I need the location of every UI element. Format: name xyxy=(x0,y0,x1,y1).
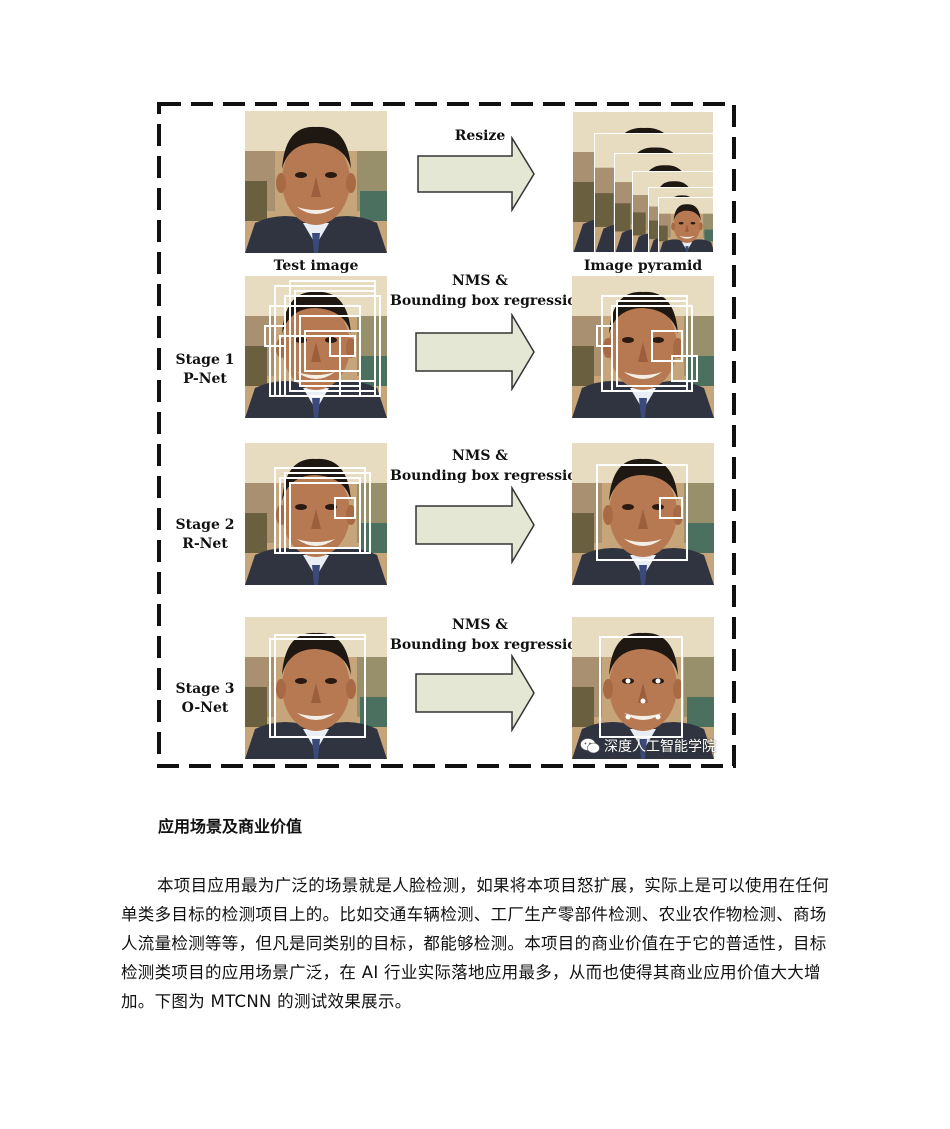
rnet-input xyxy=(245,443,387,585)
section-paragraph: 本项目应用最为广泛的场景就是人脸检测，如果将本项目怒扩展，实际上是可以使用在任何… xyxy=(121,876,829,1011)
resize-label: Resize xyxy=(454,128,506,144)
resize-arrow xyxy=(417,136,535,212)
rnet-output xyxy=(572,443,714,585)
test-image-label: Test image xyxy=(273,258,359,274)
watermark-text: 深度人工智能学院 xyxy=(604,739,716,755)
nms-label-1: NMS &Bounding box regression xyxy=(390,273,587,309)
watermark: 深度人工智能学院 xyxy=(580,736,716,756)
stage-1-arrow xyxy=(415,313,535,391)
image-pyramid-label: Image pyramid xyxy=(583,258,703,274)
image-pyramid xyxy=(572,111,714,253)
wechat-icon xyxy=(580,738,600,754)
section-heading: 应用场景及商业价值 xyxy=(158,817,303,836)
stage-3-arrow xyxy=(415,654,535,732)
onet-input xyxy=(245,617,387,759)
onet-output xyxy=(572,617,714,759)
test-image xyxy=(245,111,387,253)
pnet-input xyxy=(245,276,387,418)
nms-label-2: NMS &Bounding box regression xyxy=(390,448,587,484)
figure-frame xyxy=(157,102,736,768)
nms-label-3: NMS &Bounding box regression xyxy=(390,617,587,653)
stage-2-arrow xyxy=(415,486,535,564)
pnet-output xyxy=(572,276,714,418)
